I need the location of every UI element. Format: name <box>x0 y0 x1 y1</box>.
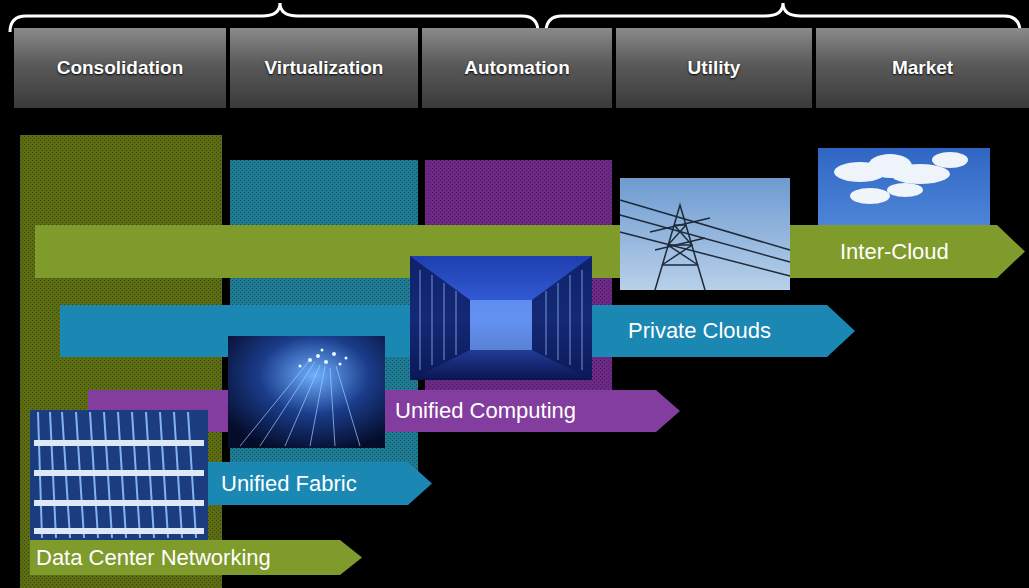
band-fill <box>35 225 1025 278</box>
band-label: Inter-Cloud <box>840 239 949 265</box>
arrow-band: Unified Fabric <box>205 462 432 505</box>
band-fill <box>30 540 362 575</box>
header-label: Virtualization <box>265 57 384 79</box>
band-label: Data Center Networking <box>36 545 271 571</box>
header-label: Market <box>892 57 953 79</box>
arrow-band: Data Center Networking <box>30 540 362 575</box>
pylon-photo <box>620 178 790 290</box>
header-label: Utility <box>688 57 741 79</box>
arrow-band: Inter-Cloud <box>35 225 1025 278</box>
arrow-band: Unified Computing <box>88 390 680 432</box>
header-label: Automation <box>464 57 570 79</box>
band-fill <box>60 305 855 357</box>
arrow-band: Private Clouds <box>60 305 855 357</box>
band-label: Private Clouds <box>628 318 771 344</box>
stage-column <box>20 135 612 588</box>
stage-header: Utility <box>616 28 812 108</box>
band-label: Unified Computing <box>395 398 576 424</box>
band-shape <box>88 390 680 432</box>
cables-photo <box>30 410 208 540</box>
stage-header: Consolidation <box>14 28 226 108</box>
server-room-photo <box>410 256 592 380</box>
header-label: Consolidation <box>57 57 184 79</box>
band-fill <box>88 390 680 432</box>
fiber-photo <box>228 336 385 448</box>
clouds-photo <box>818 148 990 226</box>
stage-header: Automation <box>422 28 612 108</box>
stage-header: Virtualization <box>230 28 418 108</box>
stage-header: Market <box>816 28 1029 108</box>
band-fill <box>205 462 432 505</box>
band-label: Unified Fabric <box>221 471 357 497</box>
